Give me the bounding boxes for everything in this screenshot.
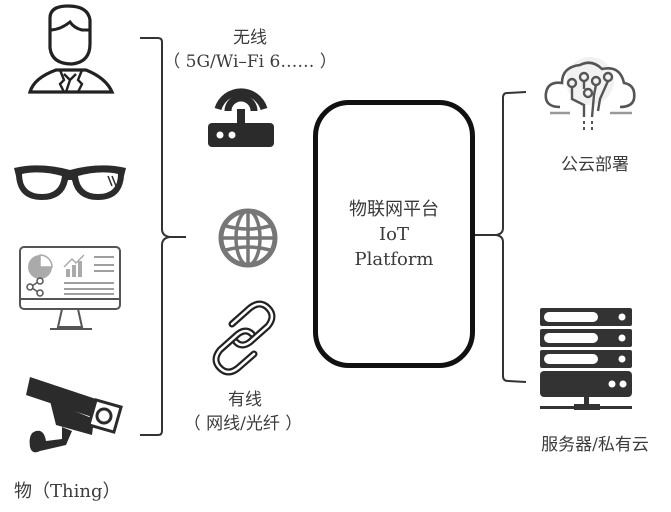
globe-icon [218,208,278,268]
platform-title-platform: Platform [354,249,434,270]
private-cloud-label: 服务器/私有云 [541,435,649,455]
wired-subtitle: （ 网线/光纤 ） [183,414,303,434]
iot-platform-box: 物联网平台 IoT Platform [313,100,475,368]
platform-title-cn: 物联网平台 [349,199,439,220]
wired-title: 有线 [228,390,262,410]
monitor-dashboard-icon [19,246,121,330]
cloud-network-icon [544,57,636,130]
wireless-subtitle: （ 5G/Wi–Fi 6…… ） [163,52,337,72]
server-rack-icon [540,308,632,410]
security-camera-icon [26,377,123,453]
router-icon [208,88,274,147]
things-caption: 物（Thing） [14,481,121,502]
wireless-title: 无线 [233,28,267,48]
glasses-icon [14,165,126,200]
link-icon [212,300,276,376]
public-cloud-label: 公云部署 [561,155,629,175]
platform-title-iot: IoT [379,224,409,245]
person-icon [27,4,115,94]
